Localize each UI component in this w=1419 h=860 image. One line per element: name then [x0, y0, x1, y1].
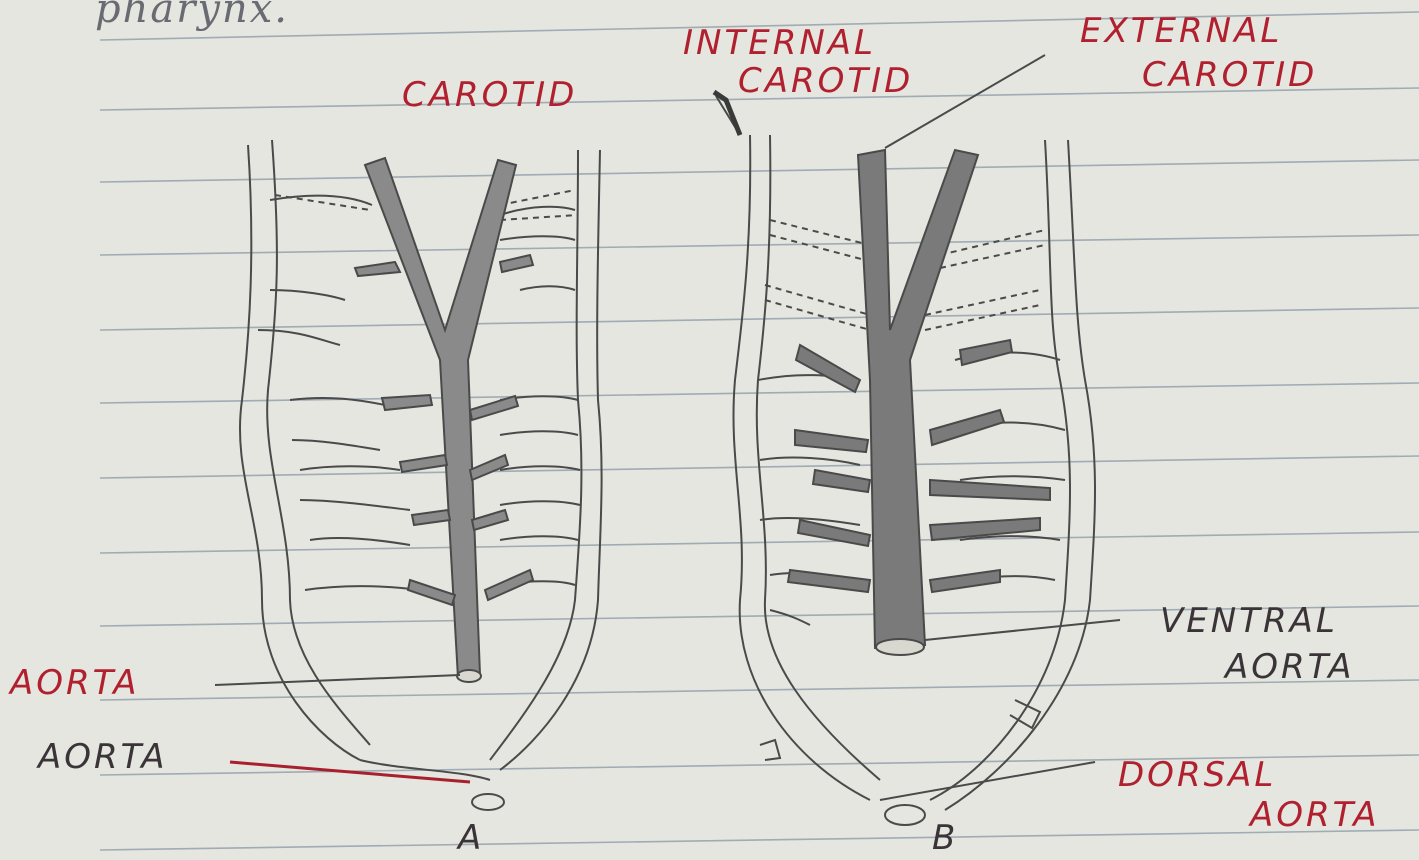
label-dorsal-aorta-line2: AORTA [1250, 798, 1380, 832]
panel-a-trunk-opening [457, 670, 481, 682]
panel-label-a: A [458, 818, 481, 858]
ruled-lines [100, 12, 1419, 850]
label-aorta-upper: AORTA [10, 666, 140, 700]
panel-b-trunk-opening [876, 639, 924, 655]
label-external-carotid-line1: EXTERNAL [1080, 14, 1282, 48]
label-internal-carotid-line1: INTERNAL [683, 26, 876, 60]
panel-label-b: B [932, 818, 955, 858]
label-dorsal-aorta-line1: DORSAL [1118, 758, 1276, 792]
label-internal-carotid-line2: CAROTID [738, 64, 913, 98]
label-aorta-lower: AORTA [38, 740, 168, 774]
label-ventral-aorta-line2: AORTA [1225, 650, 1355, 684]
panel-a-ventral-aorta [355, 158, 533, 678]
label-external-carotid-line2: CAROTID [1142, 58, 1317, 92]
panel-b-ventral-aorta [788, 150, 1050, 648]
heading-fragment: pharynx. [95, 0, 289, 32]
label-ventral-aorta-line1: VENTRAL [1160, 604, 1338, 638]
label-carotid-a: CAROTID [402, 78, 577, 112]
